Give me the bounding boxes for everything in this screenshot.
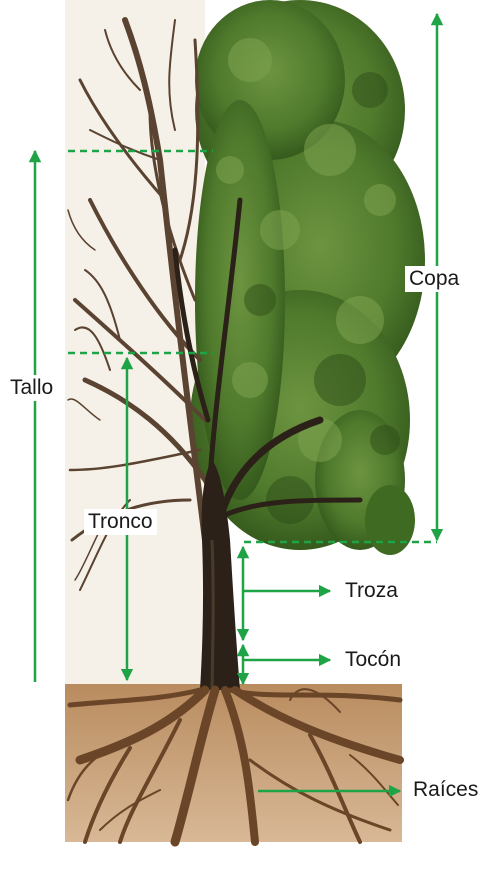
label-tallo: Tallo [6, 375, 58, 401]
foliage-highlights [216, 38, 396, 462]
foliage-shadows [244, 72, 400, 524]
label-tronco: Tronco [84, 509, 157, 535]
label-copa: Copa [405, 266, 464, 292]
label-raices: Raíces [409, 777, 483, 803]
trunk-highlight [210, 539, 215, 691]
roots [66, 685, 404, 847]
label-troza: Troza [341, 578, 402, 604]
label-tocon: Tocón [341, 647, 406, 673]
trunk [200, 460, 240, 690]
